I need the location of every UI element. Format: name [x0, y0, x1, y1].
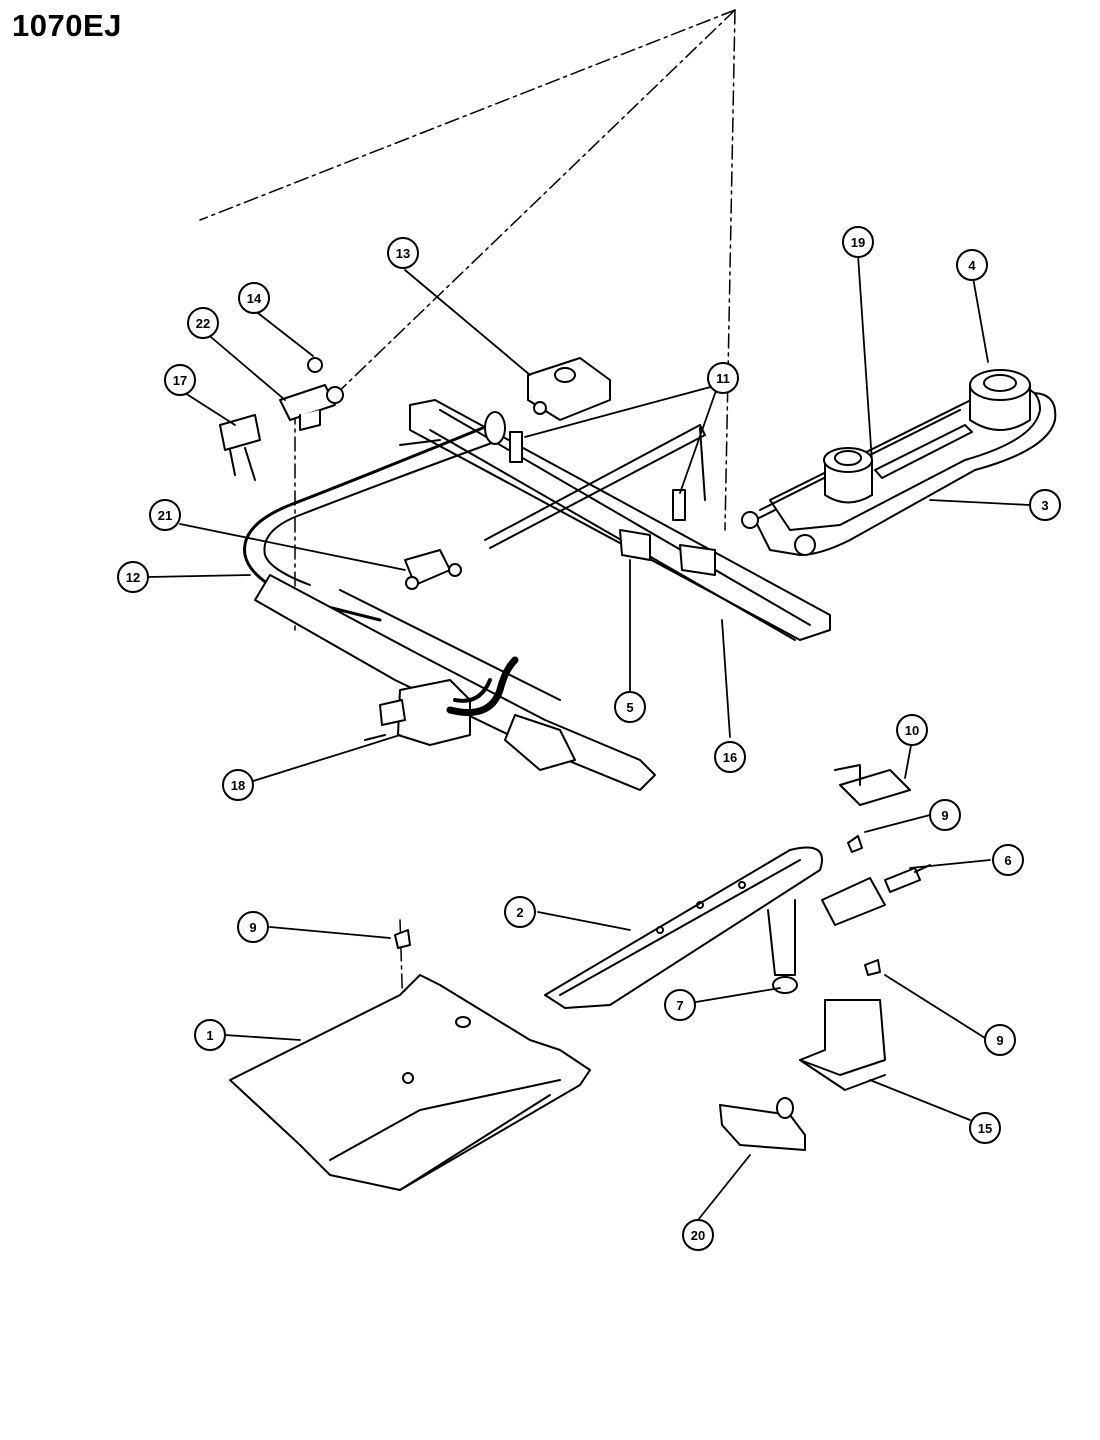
callout-label: 21	[158, 508, 172, 523]
callout-label: 18	[231, 778, 245, 793]
callout-c3: 3	[1029, 489, 1061, 521]
control-module	[719, 1097, 806, 1151]
callout-c18: 18	[222, 769, 254, 801]
control-valve	[364, 656, 576, 771]
callout-c9a: 9	[237, 911, 269, 943]
valve	[404, 549, 462, 590]
callout-label: 12	[126, 570, 140, 585]
callout-c10: 10	[896, 714, 928, 746]
callout-circle	[707, 362, 739, 394]
callout-label: 20	[691, 1228, 705, 1243]
callout-c13: 13	[387, 237, 419, 269]
callout-circle	[992, 844, 1024, 876]
callout-label: 6	[1004, 853, 1011, 868]
burner-large	[969, 369, 1031, 431]
callout-label: 5	[626, 700, 633, 715]
electrode	[821, 864, 931, 926]
callout-label: 10	[905, 723, 919, 738]
callout-c4: 4	[956, 249, 988, 281]
callout-label: 22	[196, 316, 210, 331]
callout-circle	[682, 1219, 714, 1251]
callout-label: 16	[723, 750, 737, 765]
callout-label: 4	[968, 258, 976, 273]
callout-label: 9	[249, 920, 256, 935]
callout-circle	[222, 769, 254, 801]
callout-c9b: 9	[929, 799, 961, 831]
callout-circle	[929, 799, 961, 831]
callout-label: 17	[173, 373, 187, 388]
callout-circle	[842, 226, 874, 258]
callout-circle	[896, 714, 928, 746]
callout-label: 3	[1041, 498, 1048, 513]
callout-c2: 2	[504, 896, 536, 928]
callout-circle	[504, 896, 536, 928]
callout-c15: 15	[969, 1112, 1001, 1144]
callout-c14: 14	[238, 282, 270, 314]
callout-circle	[149, 499, 181, 531]
burner-small	[741, 424, 973, 556]
callout-c17: 17	[164, 364, 196, 396]
callout-c7: 7	[664, 989, 696, 1021]
callout-circle	[614, 691, 646, 723]
callout-label: 11	[716, 371, 730, 386]
callout-circle	[164, 364, 196, 396]
callout-label: 7	[676, 998, 683, 1013]
switch-assembly	[834, 764, 911, 806]
callout-label: 9	[996, 1033, 1003, 1048]
callout-circle	[187, 307, 219, 339]
regulator-assembly	[219, 357, 344, 481]
callout-label: 19	[851, 235, 865, 250]
callout-circle	[194, 1019, 226, 1051]
callout-c9c: 9	[984, 1024, 1016, 1056]
callout-label: 15	[978, 1121, 992, 1136]
lower-burner	[544, 846, 823, 1009]
callout-circle	[984, 1024, 1016, 1056]
clip-parts	[394, 835, 881, 976]
callout-circle	[387, 237, 419, 269]
callout-c12: 12	[117, 561, 149, 593]
callout-circle	[117, 561, 149, 593]
callout-c20: 20	[682, 1219, 714, 1251]
callout-c16: 16	[714, 741, 746, 773]
clip-bracket	[619, 529, 716, 576]
igniters	[399, 431, 686, 521]
callout-label: 14	[247, 291, 262, 306]
callout-c11: 11	[707, 362, 739, 394]
callout-c22: 22	[187, 307, 219, 339]
callout-circle	[664, 989, 696, 1021]
callout-circle	[237, 911, 269, 943]
callout-label: 2	[516, 905, 523, 920]
callout-c19: 19	[842, 226, 874, 258]
diagram-title: 1070EJ	[12, 8, 122, 43]
callout-circle	[714, 741, 746, 773]
callout-label: 1	[206, 1028, 213, 1043]
callout-circle	[238, 282, 270, 314]
venturi-tube	[767, 899, 798, 994]
callout-circle	[956, 249, 988, 281]
callout-c21: 21	[149, 499, 181, 531]
callout-c1: 1	[194, 1019, 226, 1051]
ignition-module	[527, 357, 611, 421]
callout-label: 13	[396, 246, 410, 261]
callout-c6: 6	[992, 844, 1024, 876]
leader-lines	[147, 254, 1031, 1221]
callout-c5: 5	[614, 691, 646, 723]
callout-circle	[969, 1112, 1001, 1144]
mounting-bracket	[799, 999, 886, 1091]
callout-label: 9	[941, 808, 948, 823]
bottom-shield	[229, 974, 591, 1191]
callout-circle	[1029, 489, 1061, 521]
